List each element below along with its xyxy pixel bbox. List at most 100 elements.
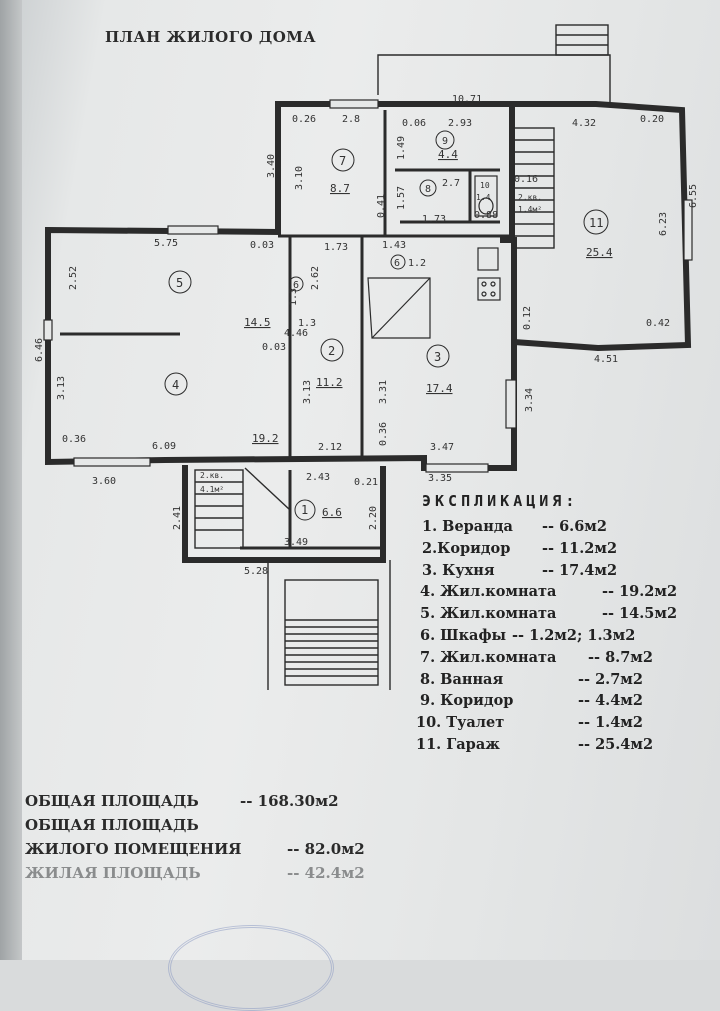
room-area: 2.7 <box>442 178 460 189</box>
room-number: 8 <box>425 184 431 195</box>
dim-label: 0.03 <box>250 240 274 251</box>
dim-label: 3.40 <box>266 154 277 178</box>
dim-label: 3.13 <box>302 380 313 404</box>
windows <box>43 99 693 473</box>
room-number: 5 <box>176 276 183 290</box>
stairs-top <box>513 127 555 249</box>
document-sheet <box>0 0 720 960</box>
room-10-area: 1.4 <box>476 193 491 202</box>
room-area: 6.6 <box>322 506 342 519</box>
room-area: 8.7 <box>330 182 350 195</box>
dim-label: 1.49 <box>396 136 407 160</box>
dim-label: 0.41 <box>376 194 387 218</box>
room-area: 17.4 <box>426 382 453 395</box>
dim-label: 3.35 <box>428 473 452 484</box>
room-number: 9 <box>442 136 448 147</box>
explication-row: 3. Кухня-- 17.4м2 <box>422 561 618 579</box>
porch-top <box>377 24 611 104</box>
dim-label: 1.73 <box>324 242 348 253</box>
dim-label: 2.12 <box>318 442 342 453</box>
room-area: 11.2 <box>316 376 343 389</box>
stair-label: 2.кв. <box>518 193 542 202</box>
room-area: 1.2 <box>408 258 426 269</box>
dim-label: 3.31 <box>378 380 389 404</box>
dim-label: 1.73 <box>422 214 446 225</box>
explication-row: 5. Жил.комната-- 14.5м2 <box>420 605 678 623</box>
entrance-stairs <box>267 560 391 690</box>
dim-label: 0.88 <box>474 210 498 221</box>
explication-row: 10. Туалет-- 1.4м2 <box>416 714 643 732</box>
dim-label: 0.06 <box>402 118 426 129</box>
dim-label: 4.46 <box>284 328 308 339</box>
dim-label: 0.36 <box>62 434 86 445</box>
dim-label: 0.42 <box>646 318 670 329</box>
dim-label: 2.93 <box>448 118 472 129</box>
stair-label: 1.4м² <box>518 205 542 214</box>
explication-row: 2.Коридор-- 11.2м2 <box>422 539 618 557</box>
explication-row: 6. Шкафы-- 1.2м2; 1.3м2 <box>420 626 636 644</box>
dim-label: 2.41 <box>172 506 183 530</box>
room-area: 1.3 <box>298 318 316 329</box>
dim-label: 2.8 <box>342 114 360 125</box>
room-number: 2 <box>328 344 335 358</box>
dim-label: 0.12 <box>522 306 533 330</box>
dim-label: 3.49 <box>284 537 308 548</box>
dim-label: 3.47 <box>430 442 454 453</box>
floor-plan: 10.71 0.26 2.8 0.06 2.93 4.32 0.20 3.40 … <box>34 24 699 690</box>
dim-label: 0.26 <box>292 114 316 125</box>
official-stamp <box>168 925 334 1011</box>
page-title: ПЛАН ЖИЛОГО ДОМА <box>105 28 317 46</box>
room-number: 3 <box>434 350 441 364</box>
kitchen-fixtures <box>367 175 501 339</box>
dim-label: 5.28 <box>244 566 268 577</box>
room-area: 14.5 <box>244 316 271 329</box>
stair-label: 2.кв. <box>200 471 224 480</box>
dim-top-total: 10.71 <box>452 94 482 105</box>
dim-label: 0.20 <box>640 114 664 125</box>
room-number: 4 <box>172 378 179 392</box>
dim-label: 6.55 <box>688 184 699 208</box>
dim-label: 1.3 <box>288 288 299 306</box>
explication-row: 8. Ванная-- 2.7м2 <box>420 670 643 688</box>
binder-edge <box>0 0 22 960</box>
dim-label: 1.43 <box>382 240 406 251</box>
dim-label: 2.52 <box>68 266 79 290</box>
explication-row: 11. Гараж-- 25.4м2 <box>416 735 654 753</box>
explication-row: 7. Жил.комната-- 8.7м2 <box>420 648 653 666</box>
dim-label: 3.60 <box>92 476 116 487</box>
dim-label: 6.46 <box>34 338 45 362</box>
dim-label: 2.43 <box>306 472 330 483</box>
dim-label: 1.57 <box>396 186 407 210</box>
room-number: 1 <box>301 503 308 517</box>
inner-walls <box>60 110 512 550</box>
dim-label: 0.16 <box>514 174 538 185</box>
dim-label: 6.09 <box>152 441 176 452</box>
dim-label: 5.75 <box>154 238 178 249</box>
room-10-number: 10 <box>480 181 490 190</box>
dim-label: 2.62 <box>310 266 321 290</box>
stairs-veranda <box>194 467 291 549</box>
room-number: 6 <box>293 280 299 291</box>
dim-label: 0.21 <box>354 477 378 488</box>
dim-label: 0.36 <box>378 422 389 446</box>
explication-row: 1. Веранда-- 6.6м2 <box>422 518 607 535</box>
explication-title: ЭКСПЛИКАЦИЯ: <box>422 492 579 510</box>
dim-label: 4.51 <box>594 354 618 365</box>
dim-label: 0.03 <box>262 342 286 353</box>
dim-label: 4.32 <box>572 118 596 129</box>
stair-label: 4.1м² <box>200 485 224 494</box>
explication-row: 9. Коридор-- 4.4м2 <box>420 692 643 710</box>
dim-label: 2.20 <box>368 506 379 530</box>
room-area: 4.4 <box>438 148 458 161</box>
room-number: 6 <box>394 258 400 269</box>
room-area: 25.4 <box>586 246 613 259</box>
dim-label: 6.23 <box>658 212 669 236</box>
dim-label: 3.10 <box>294 166 305 190</box>
room-number: 11 <box>589 216 603 230</box>
room-markers <box>164 130 609 521</box>
explication-panel: ЭКСПЛИКАЦИЯ: 1. Веранда-- 6.6м2 2.Коридо… <box>410 492 710 758</box>
explication-row: 4. Жил.комната-- 19.2м2 <box>420 583 678 601</box>
dim-label: 3.13 <box>56 376 67 400</box>
room-number: 7 <box>339 154 346 168</box>
room-area: 19.2 <box>252 432 279 445</box>
